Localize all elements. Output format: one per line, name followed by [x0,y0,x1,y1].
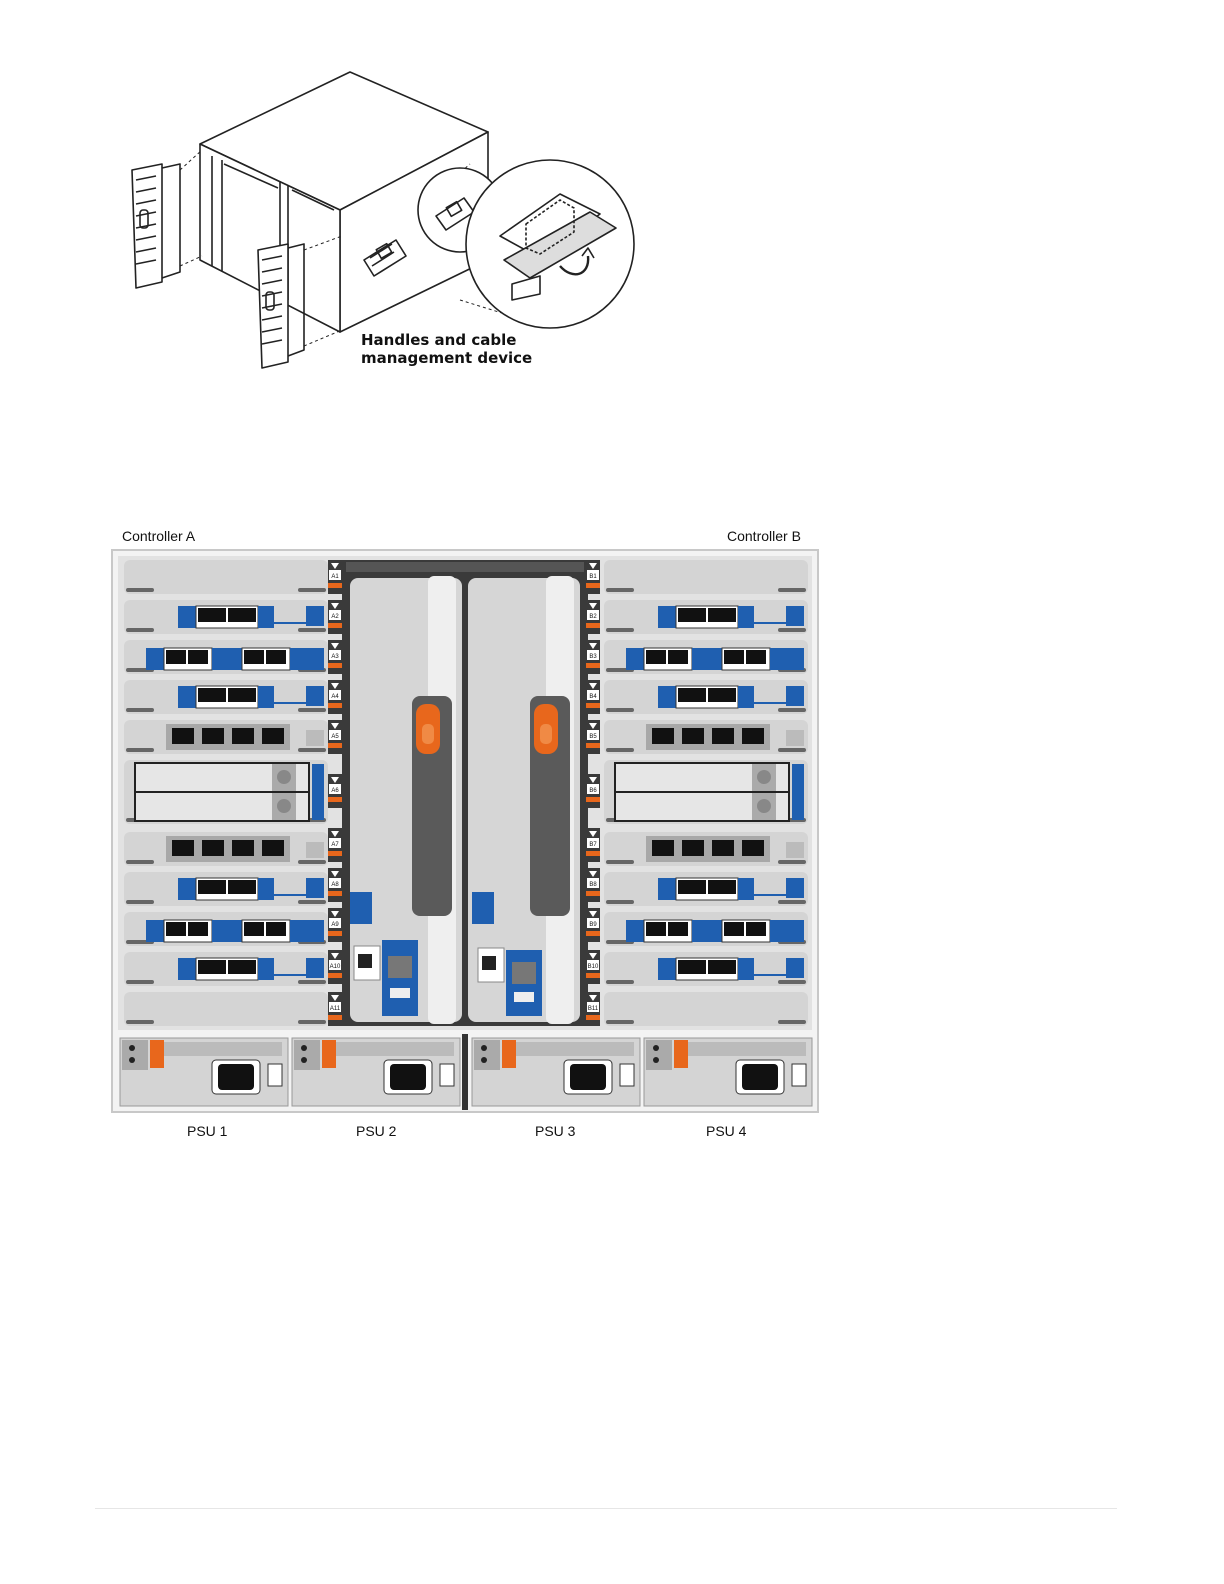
slot-label-a8: A8 [331,882,339,888]
slot-label-b10: B10 [588,964,599,970]
slot-tile-b4: B4 [586,680,600,714]
slot-tile-a4: A4 [328,680,342,714]
slot-tile-a1: A1 [328,560,342,594]
io-bay-1 [604,560,808,594]
io-bay-2 [604,600,808,634]
slot-label-a4: A4 [331,694,339,700]
io-bay-8 [604,872,808,906]
slot-tile-b7: B7 [586,828,600,862]
controller-a-label: Controller A [122,528,195,544]
slot-label-b2: B2 [589,614,597,620]
psu-divider [462,1034,468,1110]
io-bay-9 [604,912,808,946]
slot-label-b5: B5 [589,734,597,740]
slot-label-a11: A11 [330,1006,341,1012]
psu-1-label: PSU 1 [187,1123,227,1139]
slot-tile-a8: A8 [328,868,342,902]
psu-2-unit [292,1038,460,1106]
slot-tile-b6: B6 [586,774,600,808]
io-bay-3 [124,640,328,674]
slot-tile-a7: A7 [328,828,342,862]
slot-tile-a10: A10 [328,950,342,984]
slot-tile-b5: B5 [586,720,600,754]
io-bay-6 [124,760,328,824]
slot-label-b11: B11 [588,1006,599,1012]
callout-line-1: Handles and cable [361,331,532,349]
slot-label-a3: A3 [331,654,339,660]
footer-divider [95,1508,1117,1509]
callout-line-2: management device [361,349,532,367]
psu-4-unit [644,1038,812,1106]
slot-label-a1: A1 [331,574,339,580]
slot-tile-a3: A3 [328,640,342,674]
slot-tile-b11: B11 [586,992,600,1026]
io-bay-4 [124,680,328,714]
slot-label-a7: A7 [331,842,339,848]
slot-label-a10: A10 [330,964,341,970]
slot-label-b4: B4 [589,694,597,700]
slot-label-b8: B8 [589,882,597,888]
slot-tile-a11: A11 [328,992,342,1026]
io-bay-7 [124,832,328,866]
slot-tile-b8: B8 [586,868,600,902]
io-bay-6 [604,760,808,824]
io-bay-11 [124,992,328,1026]
io-bay-5 [604,720,808,754]
psu-4-label: PSU 4 [706,1123,746,1139]
io-bay-10 [124,952,328,986]
io-bay-7 [604,832,808,866]
slot-label-a9: A9 [331,922,339,928]
io-bay-8 [124,872,328,906]
slot-label-b6: B6 [589,788,597,794]
psu-2-label: PSU 2 [356,1123,396,1139]
slot-label-a2: A2 [331,614,339,620]
io-bay-2 [124,600,328,634]
io-bay-1 [124,560,328,594]
io-bay-11 [604,992,808,1026]
slot-label-a5: A5 [331,734,339,740]
slot-tile-a6: A6 [328,774,342,808]
slot-tile-a2: A2 [328,600,342,634]
io-bay-4 [604,680,808,714]
io-bay-10 [604,952,808,986]
io-bay-3 [604,640,808,674]
slot-tile-b2: B2 [586,600,600,634]
slot-tile-b1: B1 [586,560,600,594]
slot-tile-a9: A9 [328,908,342,942]
slot-tile-b10: B10 [586,950,600,984]
controller-b-label: Controller B [727,528,801,544]
slot-tile-a5: A5 [328,720,342,754]
slot-label-b9: B9 [589,922,597,928]
io-bay-9 [124,912,328,946]
psu-3-label: PSU 3 [535,1123,575,1139]
slot-label-a6: A6 [331,788,339,794]
slot-tile-b3: B3 [586,640,600,674]
slot-label-b7: B7 [589,842,597,848]
slot-tile-b9: B9 [586,908,600,942]
slot-label-b1: B1 [589,574,597,580]
io-bay-5 [124,720,328,754]
slot-label-b3: B3 [589,654,597,660]
psu-3-unit [472,1038,640,1106]
callout-label: Handles and cable management device [361,331,532,367]
psu-1-unit [120,1038,288,1106]
